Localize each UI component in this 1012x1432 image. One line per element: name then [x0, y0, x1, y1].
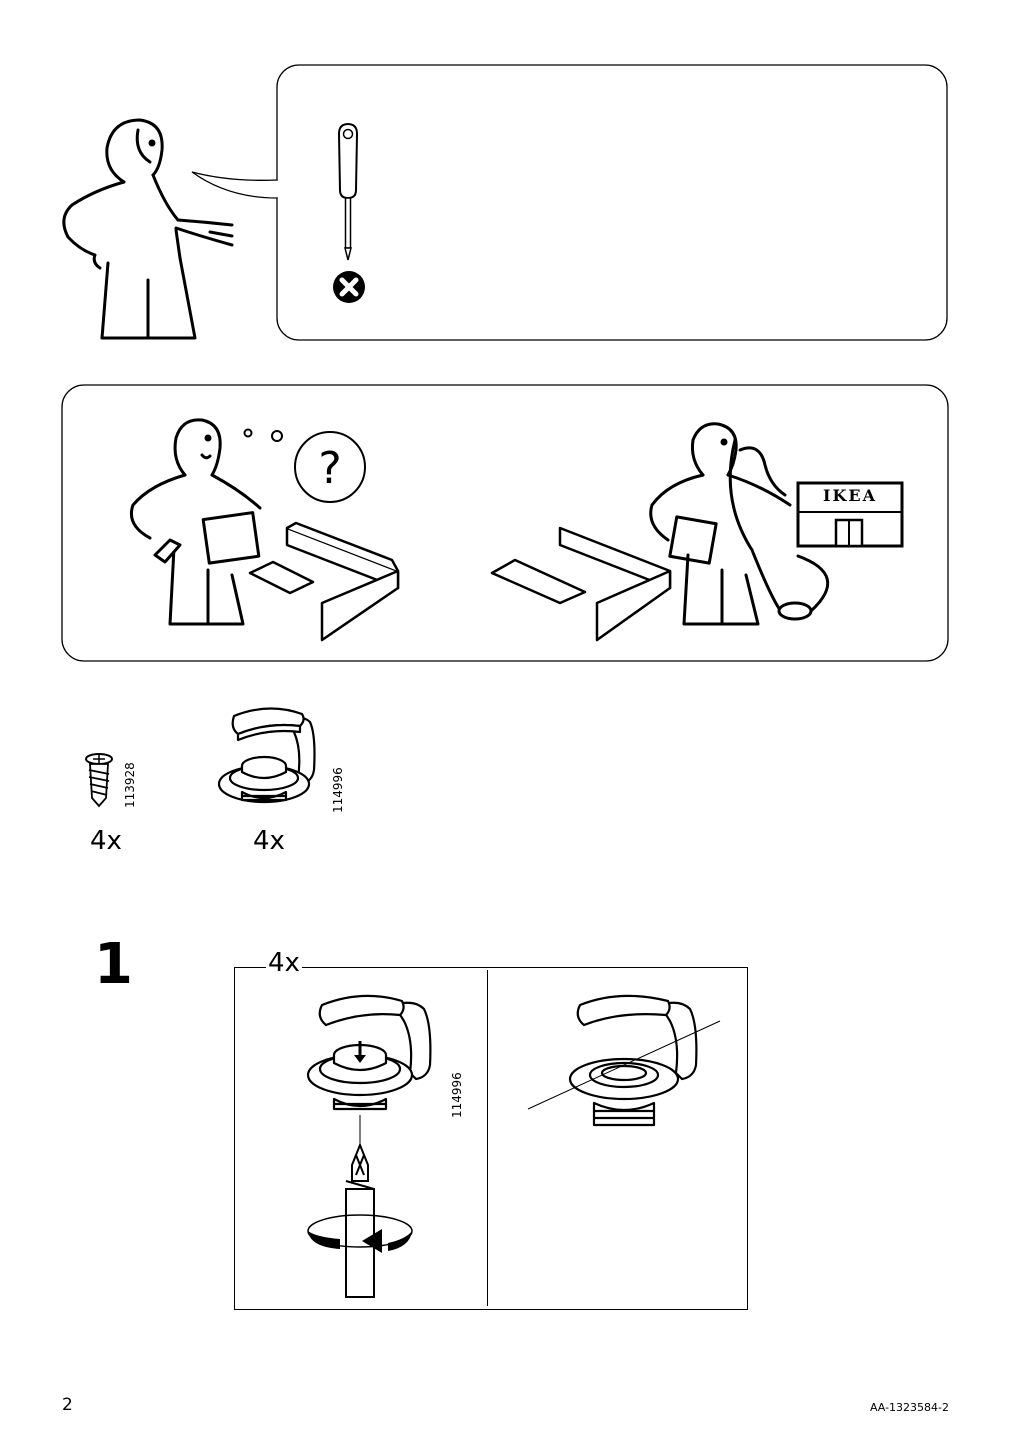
cam-lock-icon — [217, 707, 316, 804]
confused-person — [129, 418, 262, 626]
loose-boards-right — [490, 526, 672, 642]
part-quantity-113928: 4x — [90, 826, 122, 856]
screwdriver-bit-icon — [345, 1115, 375, 1298]
phillips-screwdriver-icon — [330, 122, 370, 267]
help-panel: ? — [61, 384, 949, 662]
part-quantity-114996: 4x — [253, 826, 285, 856]
step-1-insert-cam-lock — [306, 994, 432, 1298]
step-number: 1 — [94, 932, 133, 997]
screw-icon — [85, 753, 113, 808]
part-screw — [82, 752, 116, 808]
step-1-result-cam-lock — [527, 994, 721, 1127]
ikea-store-icon — [796, 481, 904, 548]
step-quantity: 4x — [266, 948, 302, 978]
not-allowed-icon — [332, 270, 366, 304]
document-id: AA-1323584-2 — [869, 1401, 949, 1414]
part-code-113928: 113928 — [123, 762, 137, 808]
step-part-code: 114996 — [450, 1072, 464, 1118]
intro-illustration — [62, 64, 948, 341]
step-1-frame — [234, 967, 748, 1310]
step-divider — [487, 970, 489, 1306]
store-sign: IKEA — [823, 486, 877, 505]
part-code-114996: 114996 — [331, 767, 345, 813]
phone-calling-person — [649, 422, 830, 626]
question-mark-icon: ? — [294, 431, 366, 503]
speech-bubble — [276, 64, 948, 341]
loose-boards-left — [248, 521, 400, 642]
rotate-arrow-icon — [307, 1214, 413, 1253]
svg-text:?: ? — [318, 443, 341, 494]
part-cam-lock — [214, 700, 326, 810]
page-number: 2 — [62, 1395, 73, 1415]
person-figure — [62, 118, 234, 340]
